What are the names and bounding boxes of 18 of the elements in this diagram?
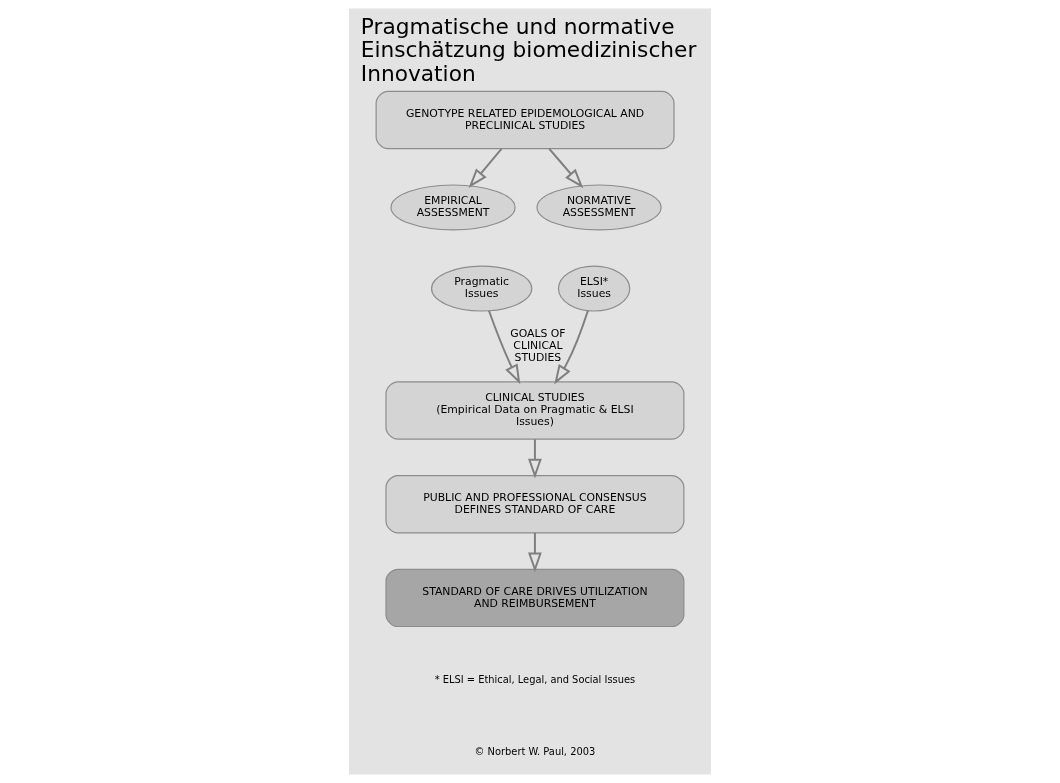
edge-label: GOALS OF CLINICAL STUDIES: [510, 327, 566, 364]
node-box: STANDARD OF CARE DRIVES UTILIZATION AND REIMBURSEMENT: [385, 568, 685, 628]
arrow: [468, 147, 503, 188]
node-box: CLINICAL STUDIES (Empirical Data on Pragmatic & ELSI Issues): [385, 381, 685, 440]
arrow: [528, 438, 542, 479]
arrow: [528, 531, 542, 573]
arrow: [554, 309, 589, 385]
node-ellipse: NORMATIVE ASSESSMENT: [536, 184, 662, 231]
arrow: [487, 309, 521, 385]
node-ellipse: ELSI* Issues: [557, 265, 631, 312]
node-box: PUBLIC AND PROFESSIONAL CONSENSUS DEFINES STANDARD OF CARE: [385, 475, 685, 534]
arrow: [548, 147, 584, 189]
diagram-title: Pragmatische und normative Einschätzung biomedizinischer Innovation: [360, 13, 697, 87]
node-box: GENOTYPE RELATED EPIDEMOLOGICAL AND PRECLINICAL STUDIES: [375, 90, 675, 150]
label: © Norbert W. Paul, 2003: [474, 746, 596, 758]
node-ellipse: EMPIRICAL ASSESSMENT: [390, 184, 516, 231]
label: * ELSI = Ethical, Legal, and Social Issues: [434, 674, 636, 686]
node-ellipse: Pragmatic Issues: [430, 265, 533, 312]
